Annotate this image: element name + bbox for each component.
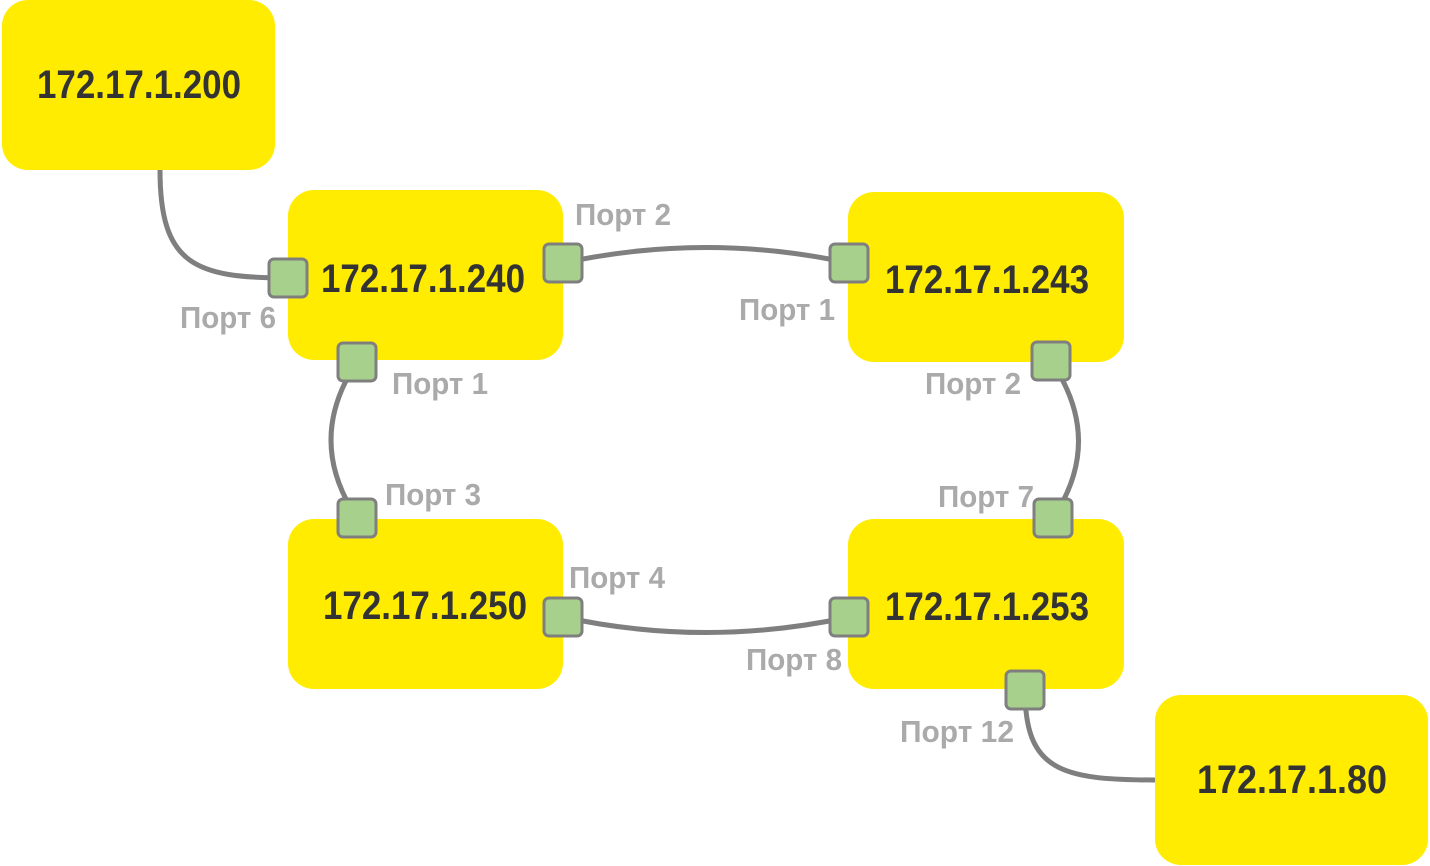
port[interactable]: Порт 3 — [336, 477, 481, 539]
port-square[interactable] — [267, 257, 309, 299]
port[interactable]: Порт 2 — [925, 340, 1072, 401]
port-label: Порт 1 — [739, 292, 835, 327]
port-label: Порт 1 — [392, 366, 488, 401]
port[interactable]: Порт 6 — [180, 257, 309, 335]
port[interactable]: Порт 2 — [542, 197, 671, 284]
port-label: Порт 4 — [569, 560, 666, 595]
device-box[interactable] — [848, 192, 1124, 362]
device-ip-label: 172.17.1.200 — [37, 63, 241, 107]
port-square[interactable] — [336, 497, 378, 539]
port-square[interactable] — [336, 341, 378, 383]
port-label: Порт 7 — [938, 479, 1034, 514]
device-box[interactable] — [2, 0, 275, 170]
device-box[interactable] — [1155, 695, 1428, 865]
port-square[interactable] — [1004, 669, 1046, 711]
port-label: Порт 12 — [900, 714, 1014, 749]
port[interactable]: Порт 1 — [336, 341, 488, 401]
port-label: Порт 6 — [180, 300, 276, 335]
link-connector — [1022, 689, 1156, 783]
port[interactable]: Порт 8 — [746, 596, 870, 677]
device-box[interactable] — [848, 519, 1124, 689]
port-square[interactable] — [1030, 340, 1072, 382]
port-label: Порт 2 — [575, 197, 671, 232]
port-square[interactable] — [828, 596, 870, 638]
device-ip-label: 172.17.1.250 — [323, 584, 527, 628]
device-box[interactable] — [288, 190, 563, 360]
device-ip-label: 172.17.1.80 — [1197, 758, 1387, 802]
port-label: Порт 8 — [746, 642, 842, 677]
port[interactable]: Порт 4 — [542, 560, 666, 638]
link-connector — [562, 245, 850, 266]
device-ip-label: 172.17.1.240 — [321, 257, 525, 301]
port-square[interactable] — [542, 242, 584, 284]
device-ip-label: 172.17.1.253 — [885, 585, 1089, 629]
port[interactable]: Порт 1 — [739, 242, 870, 327]
port[interactable]: Порт 12 — [900, 669, 1046, 749]
device-box[interactable] — [288, 519, 563, 689]
port-square[interactable] — [828, 242, 870, 284]
port-square[interactable] — [1032, 497, 1074, 539]
link-connector — [1048, 359, 1081, 520]
port-square[interactable] — [542, 596, 584, 638]
link-connector — [562, 614, 850, 635]
port-label: Порт 3 — [385, 477, 481, 512]
device-ip-label: 172.17.1.243 — [885, 258, 1089, 302]
port[interactable]: Порт 7 — [938, 479, 1074, 539]
link-connector — [328, 360, 360, 520]
port-label: Порт 2 — [925, 366, 1021, 401]
link-connector — [157, 169, 289, 281]
